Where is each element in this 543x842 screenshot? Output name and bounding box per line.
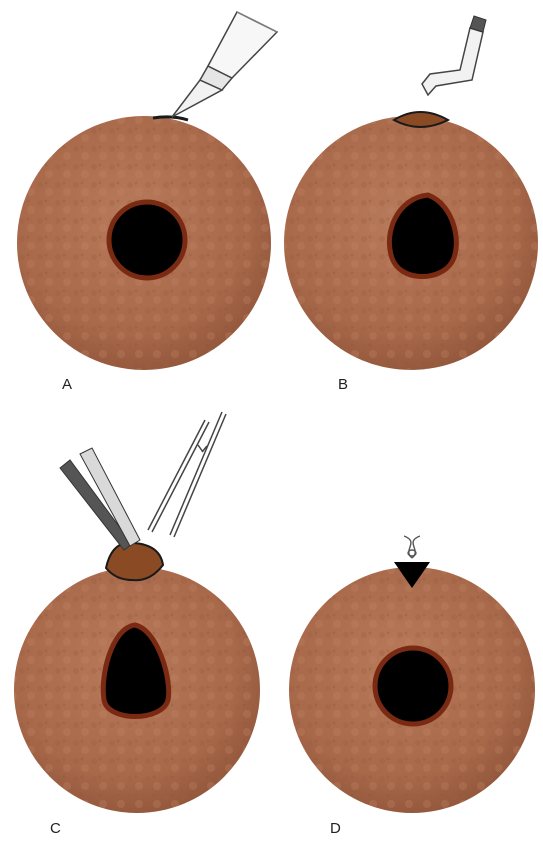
probe-icon xyxy=(422,16,486,95)
scalpel-icon xyxy=(172,12,277,117)
panel-a xyxy=(17,12,277,370)
lumen xyxy=(375,648,451,724)
excised-tissue xyxy=(106,543,163,581)
scissors-icon xyxy=(148,412,226,537)
panel-label-b: B xyxy=(338,376,348,393)
panel-b xyxy=(284,16,538,370)
lumen xyxy=(109,202,185,278)
panel-label-a: A xyxy=(62,376,72,393)
panel-d xyxy=(289,536,535,813)
panel-label-c: C xyxy=(50,820,61,837)
forceps-icon xyxy=(60,448,140,550)
suture-icon xyxy=(404,536,420,558)
panel-label-d: D xyxy=(330,820,341,837)
panel-c xyxy=(14,412,260,813)
